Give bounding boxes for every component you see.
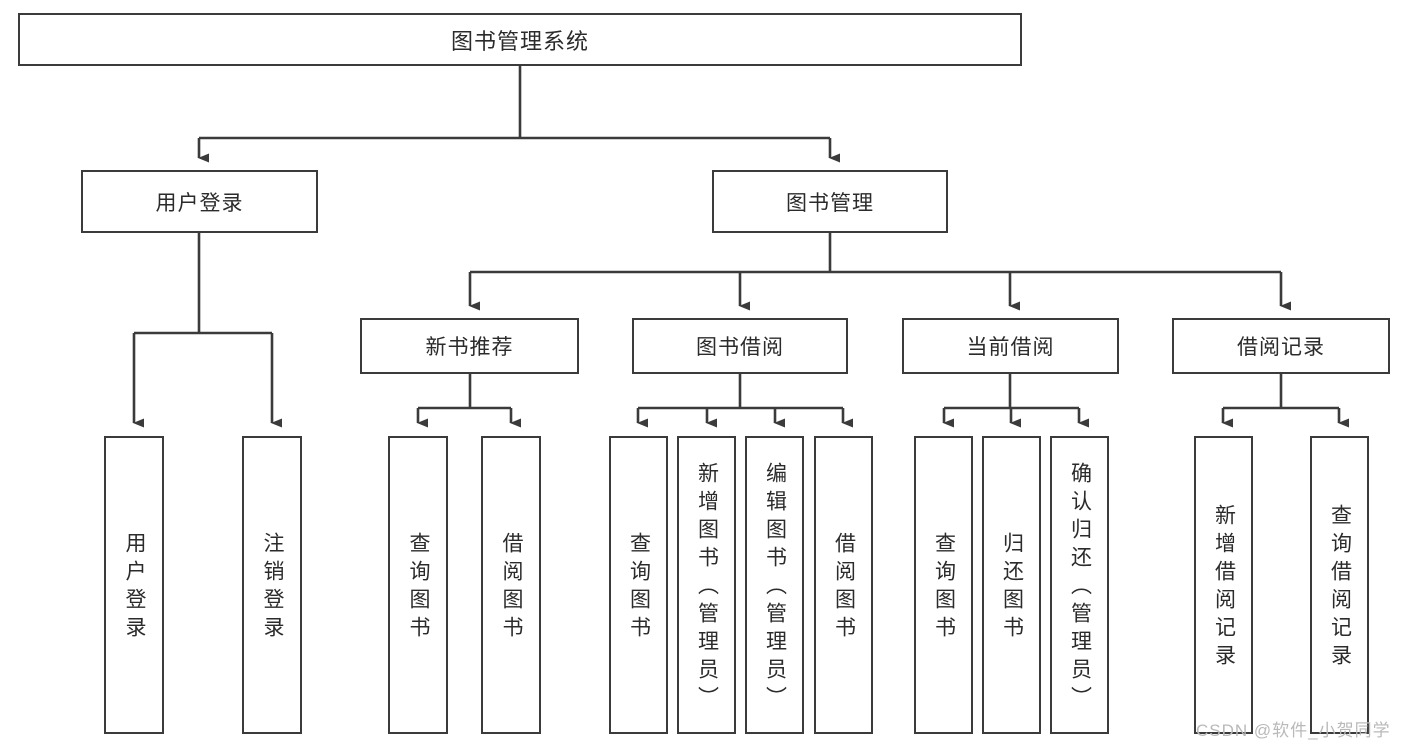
- leaf-user-logout[interactable]: 注销登录: [242, 436, 302, 734]
- node-book-borrow[interactable]: 图书借阅: [632, 318, 848, 374]
- node-borrow-record[interactable]: 借阅记录: [1172, 318, 1390, 374]
- leaf-query-book-borrow[interactable]: 查询图书: [609, 436, 668, 734]
- node-current-borrow[interactable]: 当前借阅: [902, 318, 1119, 374]
- leaf-user-login[interactable]: 用户登录: [104, 436, 164, 734]
- leaf-query-borrow-record[interactable]: 查询借阅记录: [1310, 436, 1369, 734]
- node-new-book-recommend[interactable]: 新书推荐: [360, 318, 579, 374]
- node-book-manage[interactable]: 图书管理: [712, 170, 948, 233]
- node-root[interactable]: 图书管理系统: [18, 13, 1022, 66]
- leaf-query-book-current[interactable]: 查询图书: [914, 436, 973, 734]
- node-user-login[interactable]: 用户登录: [81, 170, 318, 233]
- leaf-add-borrow-record[interactable]: 新增借阅记录: [1194, 436, 1253, 734]
- csdn-watermark: CSDN @软件_小贺同学: [1196, 721, 1391, 740]
- leaf-add-book-admin[interactable]: 新增图书（管理员）: [677, 436, 736, 734]
- leaf-edit-book-admin[interactable]: 编辑图书（管理员）: [745, 436, 804, 734]
- leaf-confirm-return-admin[interactable]: 确认归还（管理员）: [1050, 436, 1109, 734]
- leaf-query-book-recommend[interactable]: 查询图书: [388, 436, 448, 734]
- leaf-return-book[interactable]: 归还图书: [982, 436, 1041, 734]
- leaf-borrow-book-recommend[interactable]: 借阅图书: [481, 436, 541, 734]
- leaf-borrow-book[interactable]: 借阅图书: [814, 436, 873, 734]
